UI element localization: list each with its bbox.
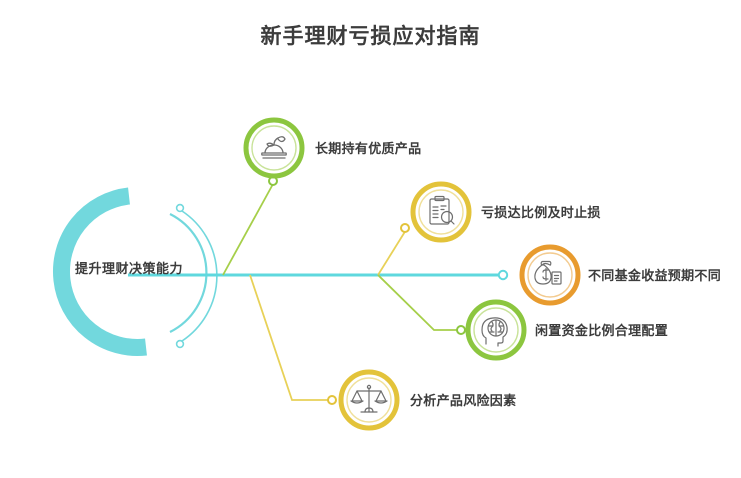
branch-5-connector bbox=[249, 274, 337, 405]
branch-3-label: 不同基金收益预期不同 bbox=[588, 268, 722, 283]
branch-2-dot bbox=[400, 223, 410, 233]
clipboard-chart-icon bbox=[429, 195, 455, 225]
branch-2-connector bbox=[377, 223, 410, 276]
center-arc-dot-top bbox=[175, 203, 185, 213]
branch-2-label: 亏损达比例及时止损 bbox=[481, 205, 601, 220]
spine-group bbox=[128, 269, 509, 281]
center-thick-arc bbox=[53, 187, 147, 356]
branch-5-node[interactable] bbox=[338, 369, 400, 431]
covered-dish-with-leaf-icon bbox=[261, 136, 287, 159]
branch-4-dot bbox=[456, 325, 466, 335]
branch-1-label: 长期持有优质产品 bbox=[315, 141, 422, 156]
branch-1-connector bbox=[222, 176, 278, 276]
branch-3-node[interactable] bbox=[519, 244, 581, 306]
branch-1-node[interactable] bbox=[243, 117, 305, 179]
head-brain-icon bbox=[481, 317, 508, 347]
center-arc-dot-bottom bbox=[175, 339, 185, 349]
spine-endpoint-dot bbox=[497, 269, 509, 281]
branch-2-node[interactable] bbox=[410, 181, 472, 243]
branch-5-dot bbox=[327, 395, 337, 405]
branch-4-connector bbox=[377, 274, 466, 335]
branch-4-node[interactable] bbox=[465, 299, 527, 361]
branch-5-label: 分析产品风险因素 bbox=[410, 393, 517, 408]
balance-scales-icon bbox=[350, 384, 388, 413]
branch-4-label: 闲置资金比例合理配置 bbox=[535, 323, 669, 338]
center-thin-arc-inner bbox=[169, 213, 208, 333]
money-bag-icon bbox=[534, 260, 562, 285]
center-label: 提升理财决策能力 bbox=[74, 261, 183, 276]
page-title: 新手理财亏损应对指南 bbox=[260, 25, 481, 48]
